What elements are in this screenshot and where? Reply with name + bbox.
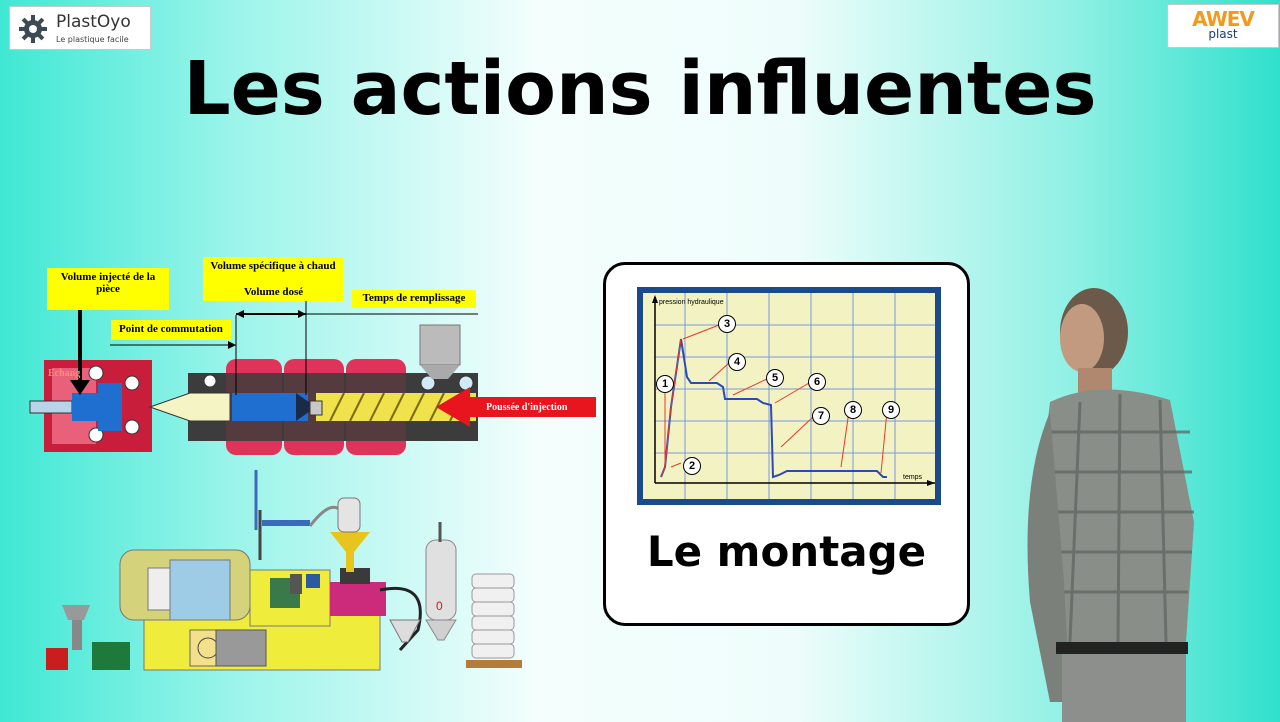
svg-text:0: 0 bbox=[436, 599, 443, 613]
marker-3: 3 bbox=[718, 315, 736, 333]
label-point-commutation: Point de commutation bbox=[111, 320, 231, 340]
injection-machine-illustration: 0 bbox=[46, 470, 522, 671]
label-volume-specifique: Volume spécifique à chaud bbox=[203, 257, 343, 301]
page-title: Les actions influentes bbox=[183, 46, 1097, 132]
label-poussee: Poussée d'injection bbox=[486, 402, 568, 413]
awev-mark: AWEV bbox=[1192, 7, 1255, 31]
injection-unit-diagram bbox=[29, 279, 596, 455]
graph-x-label: temps bbox=[903, 474, 923, 481]
card-caption: Le montage bbox=[646, 527, 927, 576]
plastoyo-brand: PlastOyo bbox=[56, 12, 131, 32]
awev-sub: plast bbox=[1208, 27, 1238, 41]
marker-6: 6 bbox=[808, 373, 826, 391]
marker-1: 1 bbox=[656, 375, 674, 393]
label-temps-remplissage: Temps de remplissage bbox=[352, 290, 476, 308]
plastoyo-tagline: Le plastique facile bbox=[56, 35, 129, 44]
gear-icon bbox=[19, 15, 47, 43]
pressure-graph: pression hydraulique temps bbox=[637, 287, 941, 505]
marker-8: 8 bbox=[844, 401, 862, 419]
marker-7: 7 bbox=[812, 407, 830, 425]
marker-5: 5 bbox=[766, 369, 784, 387]
awev-plast-logo: AWEV plast bbox=[1167, 4, 1279, 48]
presenter-figure bbox=[1027, 288, 1194, 722]
montage-card: pression hydraulique temps 1 2 3 4 5 6 7… bbox=[603, 262, 970, 626]
label-echange: Echang bbox=[48, 368, 81, 379]
marker-4: 4 bbox=[728, 353, 746, 371]
graph-y-label: pression hydraulique bbox=[659, 299, 724, 306]
marker-9: 9 bbox=[882, 401, 900, 419]
graph-markers: 1 2 3 4 5 6 7 8 9 bbox=[637, 287, 941, 505]
label-volume-dose: Volume dosé bbox=[244, 286, 304, 298]
marker-2: 2 bbox=[683, 457, 701, 475]
label-volume-injecte: Volume injecté de la pièce bbox=[47, 268, 169, 310]
plastoyo-logo: PlastOyo Le plastique facile bbox=[9, 6, 151, 50]
